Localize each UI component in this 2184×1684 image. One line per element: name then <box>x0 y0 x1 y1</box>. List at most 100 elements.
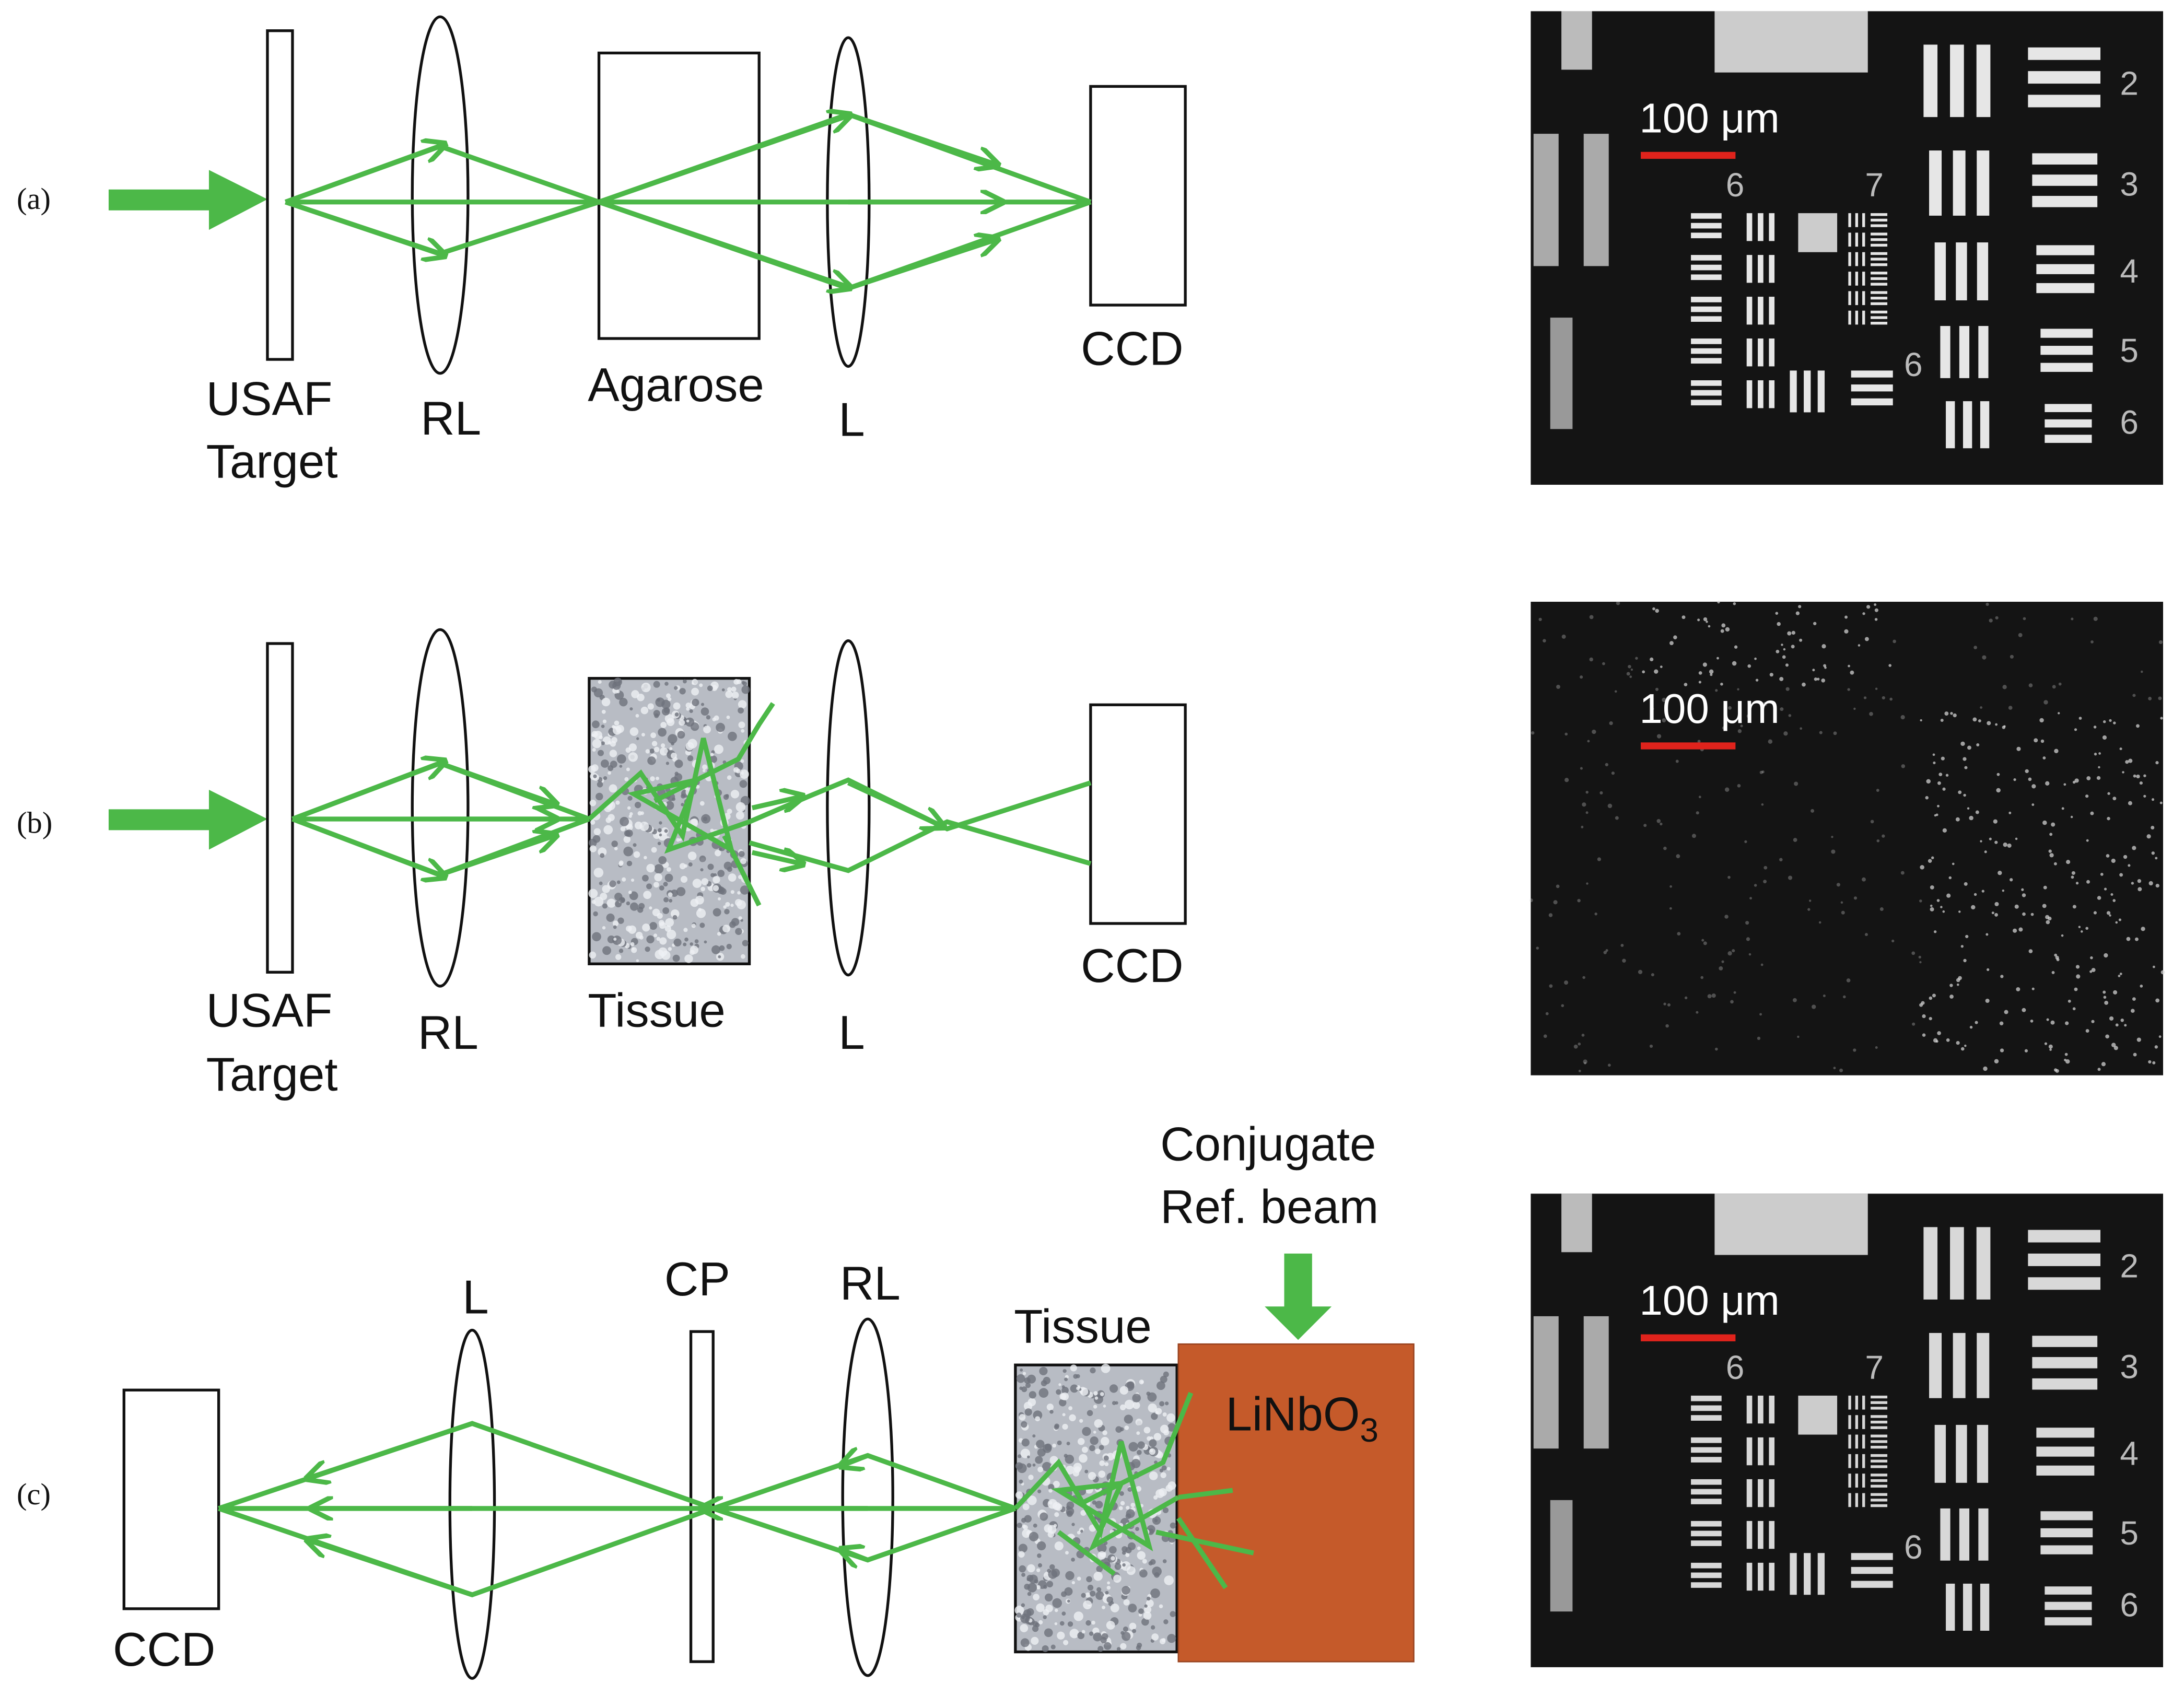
speckle <box>2090 956 2093 960</box>
target-bar <box>1769 338 1775 367</box>
ccd <box>1089 85 1187 307</box>
target-bar <box>1848 252 1851 266</box>
speckle <box>2050 1020 2055 1025</box>
speckle <box>1721 960 1724 963</box>
tissue-label: Tissue <box>1014 1301 1152 1353</box>
speckle <box>2122 771 2124 774</box>
target-bar <box>1691 1457 1722 1463</box>
speckle <box>1794 781 1798 786</box>
speckle <box>1813 622 1817 625</box>
speckle <box>1980 840 1982 843</box>
speckle <box>1556 684 1560 689</box>
target-bar <box>1977 150 1990 216</box>
speckle <box>1980 706 1983 709</box>
speckle <box>1808 899 1812 902</box>
rl-label: RL <box>840 1257 901 1310</box>
target-bar <box>1851 1581 1893 1588</box>
light-rays <box>291 702 1092 907</box>
target-bar <box>1691 348 1722 354</box>
lens <box>826 639 871 977</box>
speckle <box>1787 631 1792 636</box>
target-bar <box>1848 291 1851 306</box>
target-bar <box>1790 1553 1797 1595</box>
speckle <box>1960 741 1965 746</box>
target-bar <box>1851 1566 1893 1574</box>
speckle <box>1930 885 1934 890</box>
speckle <box>1730 1000 1734 1004</box>
target-bar <box>1817 370 1825 413</box>
target-bar <box>1871 1401 1888 1404</box>
speckle <box>1987 721 1991 726</box>
speckle <box>1549 984 1553 988</box>
speckle <box>1698 796 1701 799</box>
agarose-block <box>597 51 761 340</box>
target-bar <box>1691 264 1722 271</box>
speckle <box>1919 899 1922 903</box>
speckle <box>2109 914 2111 917</box>
speckle <box>2048 1044 2053 1049</box>
speckle <box>1911 951 1916 955</box>
target-bar <box>1871 1459 1888 1463</box>
speckle <box>1836 883 1841 887</box>
speckle <box>1875 1046 1878 1049</box>
target-bar <box>1769 1437 1775 1466</box>
target-bar <box>1691 306 1722 312</box>
speckle <box>1697 740 1701 743</box>
speckle <box>1958 790 1962 794</box>
speckle <box>1775 612 1779 615</box>
speckle <box>2023 617 2026 621</box>
target-bar <box>2032 1357 2098 1369</box>
target-bar <box>1871 263 1888 266</box>
target-bar <box>1871 277 1888 280</box>
speckle <box>2111 858 2116 863</box>
speckle <box>1858 644 1861 647</box>
speckle <box>1662 718 1666 723</box>
speckle <box>2086 839 2089 842</box>
speckle <box>1675 759 1679 763</box>
target-bar <box>1855 252 1859 266</box>
speckle <box>1953 713 1957 718</box>
speckle <box>1620 944 1624 947</box>
target-bar <box>1583 134 1609 266</box>
target-bar <box>1550 1500 1573 1612</box>
speckle <box>1761 770 1765 774</box>
relay-lens <box>411 628 470 988</box>
speckle <box>2061 934 2064 937</box>
tissue-block <box>1014 1363 1178 1654</box>
target-bar <box>1959 1508 1970 1561</box>
panel-a: (a) USAF Target RL Agarose L CCD <box>17 15 1187 488</box>
target-bar <box>1769 1479 1775 1507</box>
speckle <box>1948 876 1952 880</box>
speckle <box>1669 907 1672 910</box>
target-bar <box>1855 1395 1859 1410</box>
scale-bar-label: 100 μm <box>1639 95 1779 141</box>
speckle <box>2155 761 2159 765</box>
speckle <box>1673 635 1677 640</box>
target-bar <box>2045 419 2092 428</box>
group-label: 7 <box>1865 1349 1884 1386</box>
target-bar <box>1871 252 1888 255</box>
speckle <box>1589 657 1593 662</box>
speckle <box>1932 993 1936 998</box>
speckle <box>1799 638 1803 642</box>
target-bar <box>1871 1440 1888 1443</box>
speckle <box>2151 851 2155 855</box>
speckle <box>1643 824 1647 827</box>
speckle <box>1531 731 1535 735</box>
target-bar <box>2036 1465 2095 1476</box>
input-beam-arrow <box>108 790 267 850</box>
speckle <box>2151 798 2155 801</box>
speckle <box>1996 773 2000 776</box>
speckle <box>1733 602 1736 605</box>
speckle <box>1848 664 1850 668</box>
speckle <box>1580 767 1583 770</box>
target-bar <box>1871 224 1888 227</box>
speckle <box>1780 707 1784 711</box>
speckle <box>1740 724 1743 728</box>
speckle <box>1955 817 1960 822</box>
target-bar <box>1691 1437 1722 1443</box>
speckle <box>2136 774 2140 779</box>
target-bar <box>1758 213 1763 241</box>
target-bar <box>1746 1395 1753 1424</box>
target-bar <box>1691 400 1722 406</box>
